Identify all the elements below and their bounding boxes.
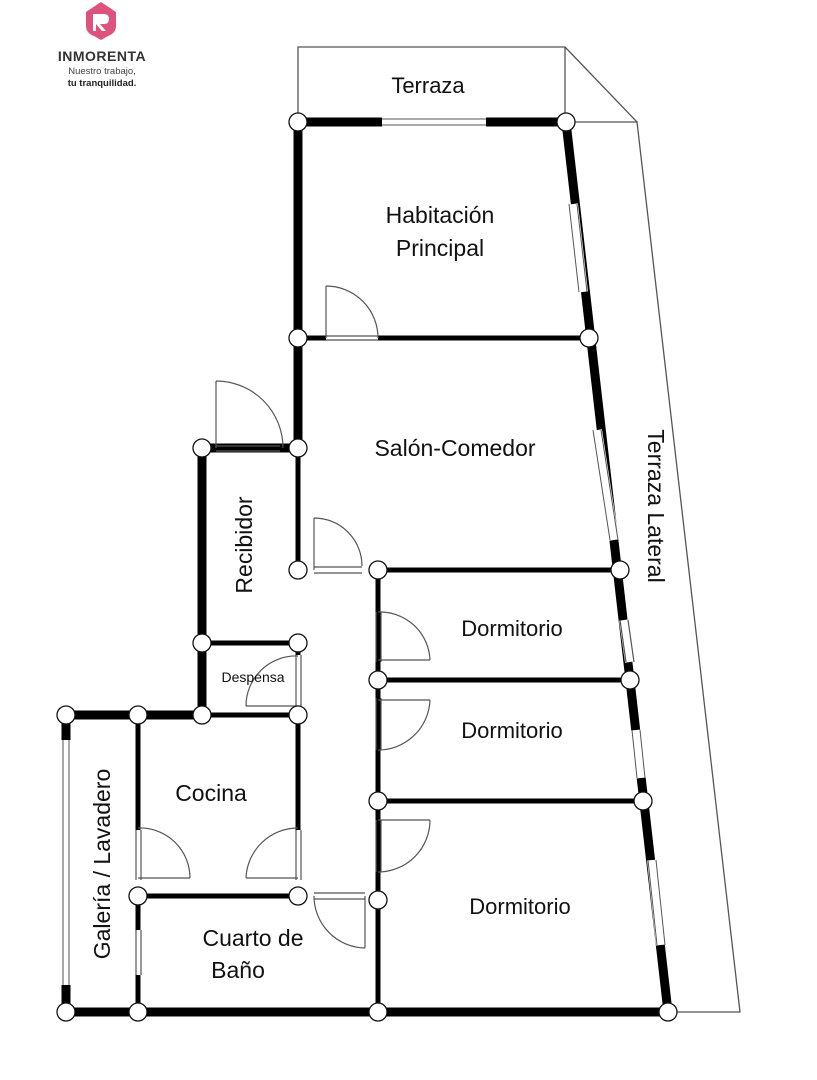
brand-tagline-line1: Nuestro trabajo, <box>68 66 136 77</box>
door-cocina-galeria <box>135 827 191 880</box>
window-habitacion-lines <box>568 203 588 293</box>
label-despensa: Despensa <box>221 669 284 685</box>
terraza-diagonal <box>564 46 638 123</box>
windows <box>61 117 666 985</box>
door-entrance <box>215 380 284 452</box>
doors <box>135 285 635 975</box>
window-dorm2-lines <box>631 729 646 779</box>
brand-logo: INMORENTA Nuestro trabajo, tu tranquilid… <box>58 2 146 89</box>
terrace-outlines <box>297 46 741 1013</box>
window-salon <box>592 429 619 541</box>
label-dormitorio-2: Dormitorio <box>461 718 562 743</box>
house-pin-icon <box>86 2 116 40</box>
junction-nodes <box>56 112 678 1022</box>
window-dorm2 <box>631 729 646 779</box>
label-bano-line1: Cuarto de <box>202 925 303 951</box>
label-terraza: Terraza <box>391 73 465 98</box>
label-recibidor: Recibidor <box>231 496 257 593</box>
room-labels: Terraza Habitación Principal Salón-Comed… <box>89 73 669 983</box>
door-dorm1 <box>375 611 431 662</box>
window-top <box>382 117 486 127</box>
door-salon <box>313 517 363 574</box>
window-salon-lines <box>592 429 619 541</box>
label-galeria: Galería / Lavadero <box>89 769 115 960</box>
window-habitacion <box>568 203 588 293</box>
door-despensa <box>245 655 302 707</box>
window-dorm1 <box>619 619 635 663</box>
label-dormitorio-1: Dormitorio <box>461 616 562 641</box>
window-dorm1-lines <box>619 619 635 663</box>
brand-name: INMORENTA <box>58 48 146 64</box>
window-dorm3-lines <box>647 859 666 946</box>
label-dormitorio-3: Dormitorio <box>469 894 570 919</box>
interior-walls <box>135 335 643 1012</box>
label-habitacion-line2: Principal <box>396 235 484 261</box>
terraza-outline <box>297 46 566 122</box>
door-habitacion <box>325 285 379 341</box>
label-bano-line2: Baño <box>211 957 265 983</box>
door-cocina-corridor <box>245 827 302 880</box>
door-dorm2 <box>375 698 431 751</box>
door-bano <box>313 892 366 949</box>
label-habitacion-line1: Habitación <box>386 202 495 228</box>
window-dorm3 <box>647 859 666 946</box>
label-terraza-lateral: Terraza Lateral <box>643 429 669 582</box>
window-galeria <box>61 740 71 985</box>
window-bano <box>135 930 142 975</box>
brand-tagline-line2: tu tranquilidad. <box>68 78 137 89</box>
label-cocina: Cocina <box>175 780 247 806</box>
door-dorm3 <box>375 819 431 873</box>
label-salon: Salón-Comedor <box>374 435 535 461</box>
terraza-lateral-outline <box>565 121 741 1013</box>
